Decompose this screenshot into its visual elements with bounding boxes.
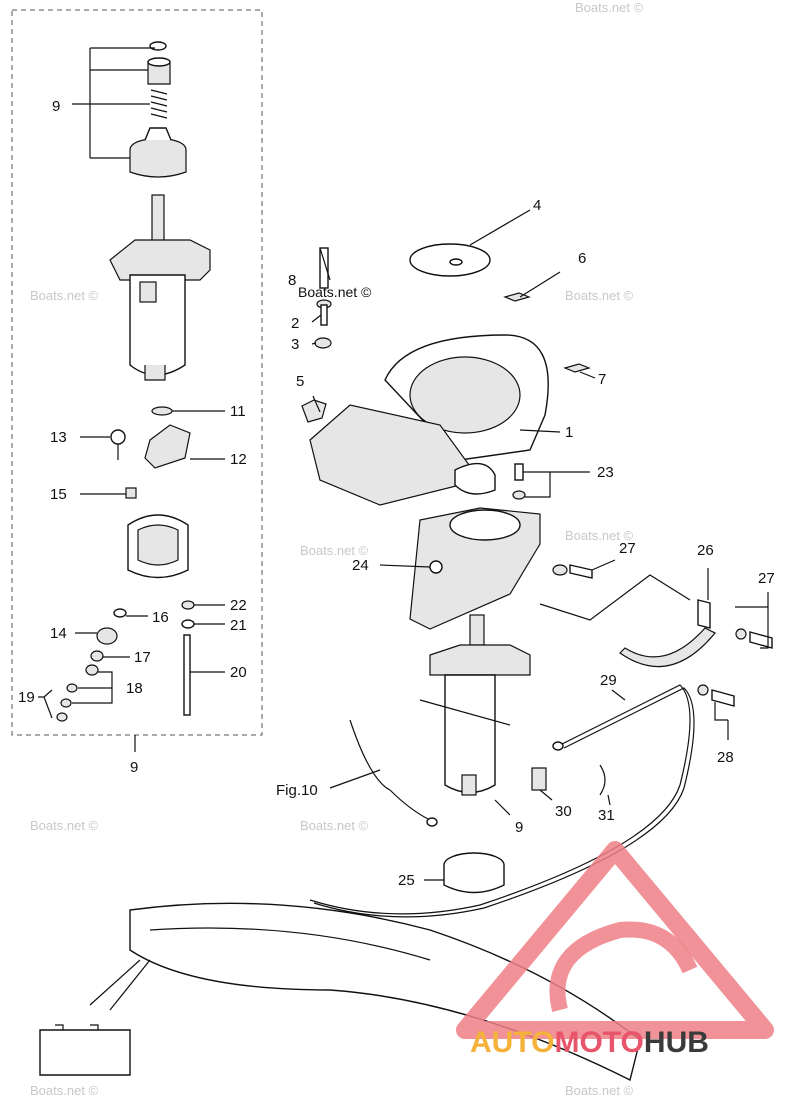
watermark: Boats.net ©	[30, 1083, 99, 1098]
callout-27a: 27	[619, 540, 636, 557]
left-leader-lines	[38, 410, 225, 719]
starter-armature	[109, 194, 211, 381]
watermarks: Boats.net © Boats.net © Boats.net © Boat…	[30, 0, 644, 1098]
watermark: Boats.net ©	[30, 288, 99, 303]
starter-band-parts	[619, 599, 773, 707]
callout-9-right: 9	[515, 819, 523, 836]
callout-10: 9	[52, 98, 60, 115]
callout-3: 3	[291, 336, 299, 353]
watermark: Boats.net ©	[575, 0, 644, 15]
watermark: Boats.net ©	[300, 543, 369, 558]
starter-bracket	[409, 507, 593, 630]
callout-17: 17	[134, 649, 151, 666]
starter-pinion-assembly	[129, 41, 187, 178]
callout-28: 28	[717, 749, 734, 766]
callout-15: 15	[50, 486, 67, 503]
watermark: Boats.net ©	[30, 818, 99, 833]
starter-brush-parts	[56, 406, 195, 722]
callout-12: 12	[230, 451, 247, 468]
watermark: Boats.net ©	[300, 818, 369, 833]
callout-24: 24	[352, 557, 369, 574]
callout-20: 20	[230, 664, 247, 681]
callout-7: 7	[598, 371, 606, 388]
callout-27b: 27	[758, 570, 775, 587]
callout-22: 22	[230, 597, 247, 614]
callout-29: 29	[600, 672, 617, 689]
right-leader-lines	[311, 209, 769, 881]
fig-10-reference: Fig.10	[276, 782, 318, 799]
starter-motor	[429, 614, 531, 796]
callout-8: 8	[288, 272, 296, 289]
svg-text:AUTOMOTOHUB: AUTOMOTOHUB	[470, 1026, 709, 1059]
watermark: Boats.net ©	[565, 288, 634, 303]
callout-16: 16	[152, 609, 169, 626]
boat-hull-outline	[39, 902, 641, 1082]
callout-14: 14	[50, 625, 67, 642]
callout-5: 5	[296, 373, 304, 390]
callout-23: 23	[597, 464, 614, 481]
logo-word-auto: AUTO	[470, 1026, 554, 1059]
flywheel-cover-assembly	[301, 243, 591, 506]
callout-2: 2	[291, 315, 299, 332]
callout-31: 31	[598, 807, 615, 824]
callout-19: 19	[18, 689, 35, 706]
starter-breakdown-box	[11, 9, 263, 736]
callout-13: 13	[50, 429, 67, 446]
callout-21: 21	[230, 617, 247, 634]
callout-labels: 9 11 12 13 15 22 21 16 14 17 18 19 20 9 …	[18, 98, 775, 889]
watermark: Boats.net ©	[565, 1083, 634, 1098]
callout-18: 18	[126, 680, 143, 697]
watermark: Boats.net ©	[565, 528, 634, 543]
logo-word-moto: MOTO	[554, 1026, 643, 1059]
callout-10-bracket	[89, 47, 155, 159]
callout-11: 11	[230, 403, 246, 420]
callout-1: 1	[565, 424, 573, 441]
wiring-harness	[309, 684, 695, 918]
logo-word-hub: HUB	[644, 1026, 709, 1059]
callout-6: 6	[578, 250, 586, 267]
automotohub-logo: AUTOMOTOHUB	[456, 841, 774, 1059]
callout-30: 30	[555, 803, 572, 820]
watermark-inline: Boats.net ©	[298, 284, 372, 300]
callout-9-left: 9	[130, 759, 138, 776]
callout-26: 26	[697, 542, 714, 559]
callout-4: 4	[533, 197, 541, 214]
logo-triangle	[456, 841, 774, 1039]
callout-25: 25	[398, 872, 415, 889]
